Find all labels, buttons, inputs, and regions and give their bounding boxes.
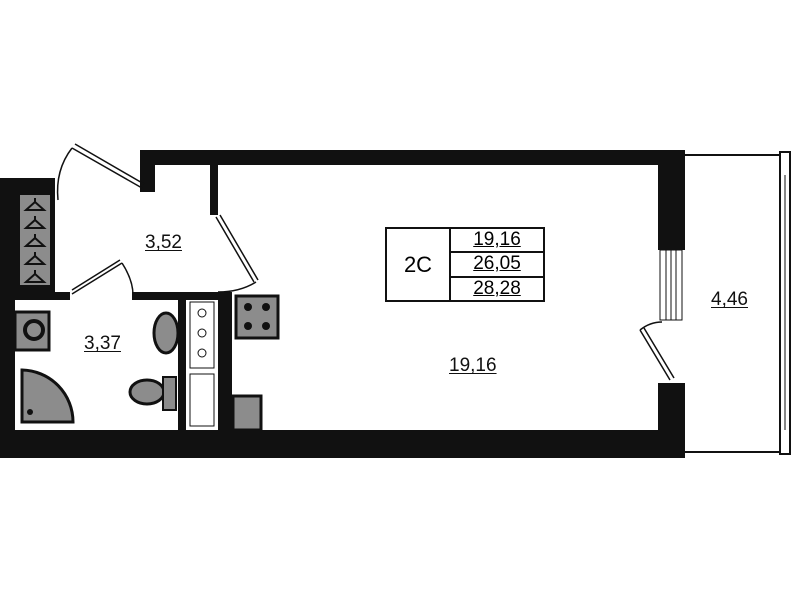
doors [56, 143, 675, 381]
apartment-type: 2C [387, 229, 451, 300]
toilet [128, 378, 166, 406]
walls [0, 150, 685, 458]
closet [15, 178, 55, 292]
living-area: 19,16 [451, 229, 543, 254]
room-area-balcony: 4,46 [711, 289, 748, 310]
kitchen-fixtures [189, 294, 280, 432]
stove [234, 294, 280, 340]
total-area-with-balcony: 28,28 [473, 277, 521, 299]
room-area-bathroom: 3,37 [84, 333, 121, 354]
apartment-spec-table: 2C 19,16 26,05 28,28 [385, 227, 545, 302]
balcony [685, 151, 791, 455]
window-right-wall [659, 249, 683, 321]
hanger-icons [23, 198, 47, 283]
sink [152, 311, 180, 355]
kitchen-sink [231, 394, 263, 432]
bath-fixtures [13, 310, 180, 424]
total-area: 26,05 [451, 253, 543, 278]
shower-tray [20, 368, 75, 424]
room-area-hall: 3,52 [145, 232, 182, 253]
room-area-living: 19,16 [449, 355, 497, 376]
